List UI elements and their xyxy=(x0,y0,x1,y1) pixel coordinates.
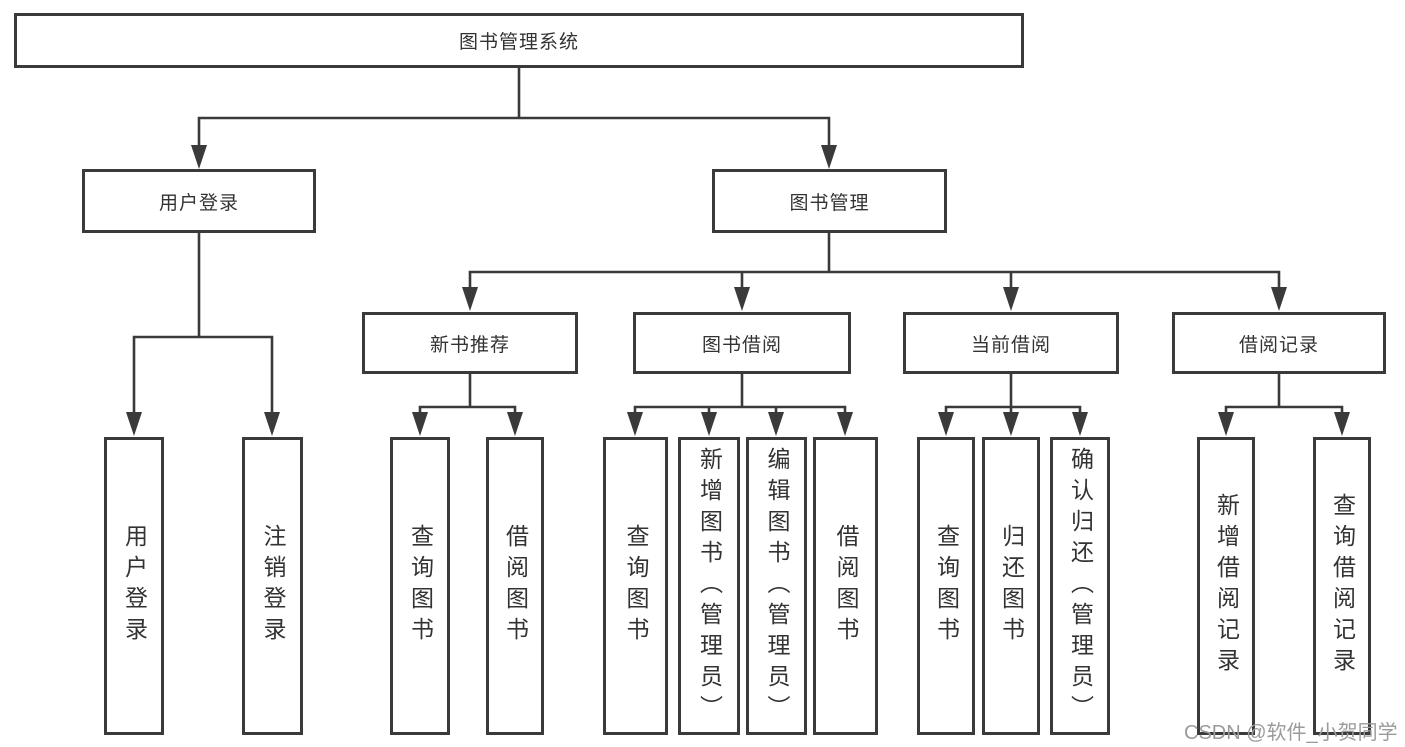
leaf-query-books-current: 查询图书 xyxy=(917,437,975,735)
leaf-user-login-label: 用户登录 xyxy=(121,524,148,648)
node-library-system-label: 图书管理系统 xyxy=(458,32,579,53)
leaf-add-books-admin: 新增图书（管理员） xyxy=(678,437,740,735)
leaf-return-books-label: 归还图书 xyxy=(998,524,1025,648)
node-book-management: 图书管理 xyxy=(712,169,947,233)
node-borrow-records: 借阅记录 xyxy=(1172,312,1386,374)
node-borrow-records-label: 借阅记录 xyxy=(1238,334,1319,356)
leaf-edit-books-admin-label: 编辑图书（管理员） xyxy=(764,446,790,726)
leaf-borrow-books-borrow: 借阅图书 xyxy=(813,437,878,735)
leaf-confirm-return-admin: 确认归还（管理员） xyxy=(1050,437,1110,735)
node-user-login-label: 用户登录 xyxy=(158,192,239,214)
node-book-borrow: 图书借阅 xyxy=(633,312,851,374)
leaf-borrow-books-recommend-label: 借阅图书 xyxy=(502,524,529,648)
leaf-query-borrow-record-label: 查询借阅记录 xyxy=(1329,493,1356,679)
leaf-edit-books-admin: 编辑图书（管理员） xyxy=(746,437,807,735)
node-book-management-label: 图书管理 xyxy=(789,192,870,214)
leaf-add-borrow-record-label: 新增借阅记录 xyxy=(1213,493,1240,679)
leaf-logout-login-label: 注销登录 xyxy=(260,524,286,648)
leaf-logout-login: 注销登录 xyxy=(242,437,303,735)
leaf-return-books: 归还图书 xyxy=(982,437,1040,735)
leaf-query-books-current-label: 查询图书 xyxy=(933,524,960,648)
leaf-add-books-admin-label: 新增图书（管理员） xyxy=(696,446,723,726)
node-new-book-recommend-label: 新书推荐 xyxy=(429,334,510,356)
leaf-add-borrow-record: 新增借阅记录 xyxy=(1197,437,1255,735)
node-new-book-recommend: 新书推荐 xyxy=(362,312,578,374)
node-current-borrow-label: 当前借阅 xyxy=(970,334,1051,356)
node-current-borrow: 当前借阅 xyxy=(903,312,1119,374)
leaf-borrow-books-borrow-label: 借阅图书 xyxy=(833,524,859,648)
node-library-system: 图书管理系统 xyxy=(14,13,1024,68)
leaf-query-books-recommend-label: 查询图书 xyxy=(407,524,434,648)
node-user-login: 用户登录 xyxy=(82,169,316,233)
node-book-borrow-label: 图书借阅 xyxy=(701,334,782,356)
leaf-query-borrow-record: 查询借阅记录 xyxy=(1313,437,1371,735)
leaf-confirm-return-admin-label: 确认归还（管理员） xyxy=(1067,446,1094,726)
leaf-query-books-recommend: 查询图书 xyxy=(390,437,450,735)
leaf-query-books-borrow-label: 查询图书 xyxy=(623,524,649,648)
leaf-query-books-borrow: 查询图书 xyxy=(603,437,668,735)
csdn-watermark: CSDN @软件_小贺同学 xyxy=(1184,722,1398,744)
leaf-user-login: 用户登录 xyxy=(104,437,164,735)
leaf-borrow-books-recommend: 借阅图书 xyxy=(486,437,544,735)
